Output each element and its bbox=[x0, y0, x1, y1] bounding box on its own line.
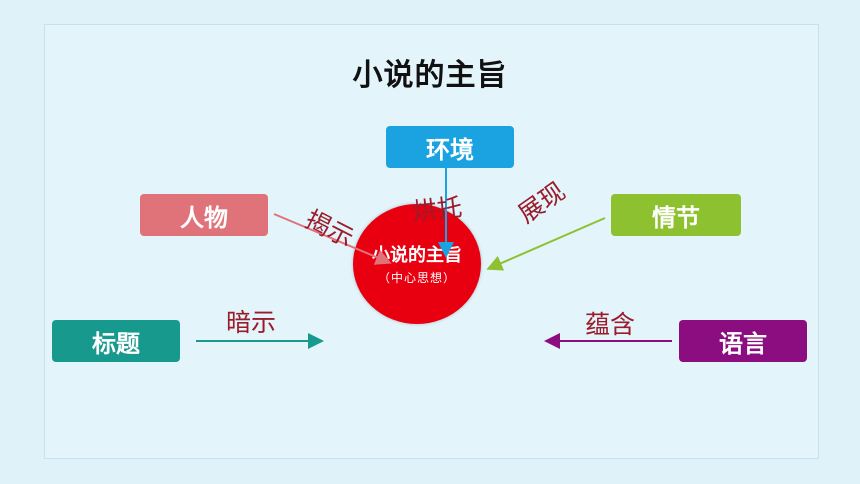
edge-label-language: 蕴含 bbox=[585, 310, 636, 339]
node-language: 语言 bbox=[679, 320, 807, 362]
node-character: 人物 bbox=[140, 194, 268, 236]
edge-label-heading: 暗示 bbox=[226, 308, 277, 337]
node-environment: 环境 bbox=[386, 126, 514, 168]
page-title: 小说的主旨 bbox=[352, 58, 508, 93]
node-heading: 标题 bbox=[52, 320, 180, 362]
node-plot: 情节 bbox=[611, 194, 741, 236]
center-subtitle: （中心思想） bbox=[377, 271, 456, 285]
arrow-plot bbox=[486, 217, 606, 271]
arrow-character bbox=[273, 213, 392, 265]
edge-label-environment: 烘托 bbox=[410, 192, 464, 227]
